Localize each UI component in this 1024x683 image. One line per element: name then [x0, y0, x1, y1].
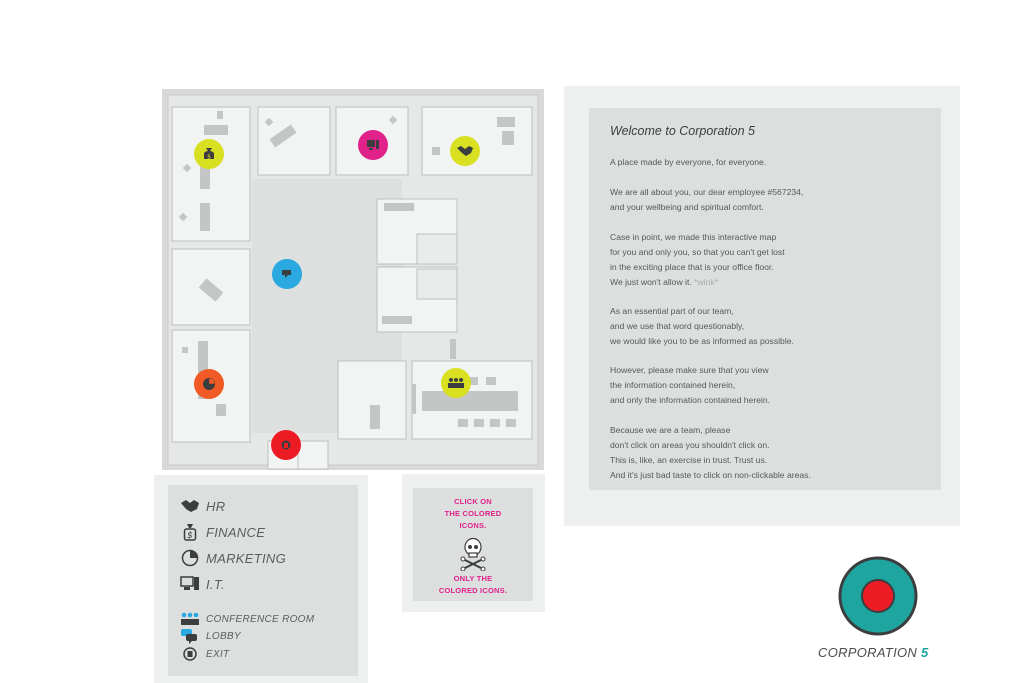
welcome-line: the information contained herein,: [610, 380, 736, 390]
warning-line-2: THE COLORED: [444, 509, 502, 518]
legend-item-it: I.T.: [180, 575, 225, 593]
svg-text:$: $: [187, 531, 193, 541]
welcome-inner: [589, 108, 941, 490]
speech-bubbles-icon: [180, 627, 200, 645]
welcome-line: Because we are a team, please: [610, 425, 731, 435]
company-name-text: CORPORATION: [818, 645, 918, 660]
company-name: CORPORATION 5: [818, 645, 929, 660]
company-logo: [838, 556, 918, 636]
money-bag-icon: $: [180, 523, 200, 541]
exit-icon: [180, 645, 200, 663]
welcome-line-text: We just won't allow it.: [610, 277, 692, 287]
legend-label-lobby: LOBBY: [206, 630, 241, 642]
money-bag-icon: $: [204, 148, 214, 161]
legend-label-exit: EXIT: [206, 648, 230, 660]
warning-line-4: ONLY THE: [453, 574, 493, 583]
finance-map-icon[interactable]: $: [194, 139, 224, 169]
pie-chart-icon: [180, 549, 200, 567]
company-number: 5: [921, 645, 929, 660]
group-icon: [448, 378, 464, 388]
welcome-title: Welcome to Corporation 5: [610, 124, 755, 138]
welcome-line: This is, like, an exercise in trust. Tru…: [610, 455, 768, 465]
logo-mark-icon: [838, 556, 918, 636]
welcome-line: We are all about you, our dear employee …: [610, 187, 804, 197]
welcome-line: we would like you to be as informed as p…: [610, 336, 794, 346]
welcome-line: and we use that word questionably,: [610, 321, 745, 331]
hr-map-icon[interactable]: [450, 136, 480, 166]
it-map-icon[interactable]: [358, 130, 388, 160]
legend-label-finance: FINANCE: [206, 524, 266, 540]
handshake-icon: [457, 146, 473, 156]
handshake-icon: [180, 497, 200, 515]
welcome-line: don't click on areas you shouldn't click…: [610, 440, 770, 450]
wink-text: *wink*: [694, 277, 719, 287]
legend-item-exit: EXIT: [180, 645, 229, 663]
marketing-map-icon[interactable]: [194, 369, 224, 399]
welcome-line: And it's just bad taste to click on non-…: [610, 470, 811, 480]
welcome-line: A place made by everyone, for everyone.: [610, 157, 767, 167]
welcome-line: in the exciting place that is your offic…: [610, 262, 774, 272]
legend-item-finance: $ FINANCE: [180, 523, 265, 541]
welcome-line: However, please make sure that you view: [610, 365, 769, 375]
legend-label-it: I.T.: [206, 576, 225, 592]
warning-line-5: COLORED ICONS.: [438, 586, 508, 595]
welcome-line: Case in point, we made this interactive …: [610, 232, 777, 242]
legend-label-marketing: MARKETING: [206, 550, 286, 566]
welcome-line: As an essential part of our team,: [610, 306, 734, 316]
warning-line-1: CLICK ON: [454, 497, 492, 506]
exit-icon: [281, 440, 291, 450]
legend-label-hr: HR: [206, 498, 226, 514]
warning-line-3: ICONS.: [459, 521, 487, 530]
computer-icon: [180, 575, 200, 593]
legend-item-lobby: LOBBY: [180, 627, 241, 645]
floor-plan-map: $: [162, 89, 544, 470]
legend-item-marketing: MARKETING: [180, 549, 286, 567]
group-icon: [180, 610, 200, 628]
speech-bubbles-icon: [282, 270, 291, 278]
legend-item-hr: HR: [180, 497, 225, 515]
pie-chart-icon: [203, 377, 216, 390]
exit-map-icon[interactable]: [271, 430, 301, 460]
legend-label-conference: CONFERENCE ROOM: [206, 613, 315, 625]
welcome-line: We just won't allow it. *wink*: [610, 275, 718, 290]
welcome-line: and only the information contained herei…: [610, 395, 771, 405]
legend-inner: [168, 485, 358, 676]
welcome-line: for you and only you, so that you can't …: [610, 247, 785, 257]
skull-crossbones-icon: [459, 537, 487, 576]
conference-map-icon[interactable]: [441, 368, 471, 398]
svg-text:$: $: [207, 154, 211, 161]
welcome-line: and your wellbeing and spiritual comfort…: [610, 202, 764, 212]
lobby-map-icon[interactable]: [272, 259, 302, 289]
computer-icon: [367, 140, 379, 150]
legend-item-conference: CONFERENCE ROOM: [180, 610, 314, 628]
